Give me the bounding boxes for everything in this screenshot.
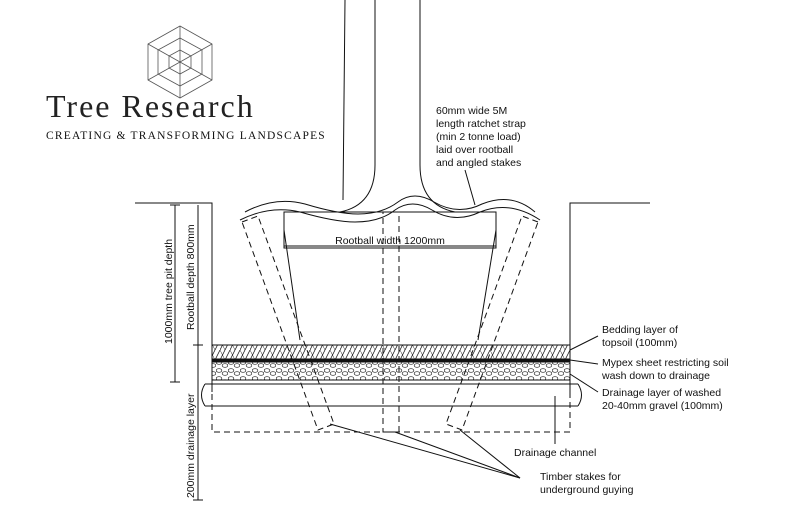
bedding-leader bbox=[569, 335, 599, 351]
gravel-annotation: Drainage layer of washed 20-40mm gravel … bbox=[602, 387, 723, 412]
svg-text:20-40mm gravel (100mm): 20-40mm gravel (100mm) bbox=[602, 400, 723, 412]
svg-text:60mm wide 5M: 60mm wide 5M bbox=[436, 105, 507, 117]
stake-leaders bbox=[329, 423, 521, 479]
svg-text:underground guying: underground guying bbox=[540, 484, 634, 496]
dimension-lines bbox=[170, 204, 203, 501]
bedding-annotation: Bedding layer of topsoil (100mm) bbox=[602, 324, 678, 349]
drainage-depth-label: 200mm drainage layer bbox=[185, 393, 197, 498]
svg-text:Drainage layer of washed: Drainage layer of washed bbox=[602, 387, 721, 399]
strap-leader bbox=[464, 169, 476, 206]
mypex-annotation: Mypex sheet restricting soil wash down t… bbox=[601, 357, 729, 382]
angled-stakes bbox=[241, 215, 539, 431]
rootball-width-label: Rootball width 1200mm bbox=[335, 235, 445, 247]
svg-text:length ratchet strap: length ratchet strap bbox=[436, 118, 526, 130]
brand-title: Tree Research bbox=[46, 88, 255, 124]
svg-text:wash down to drainage: wash down to drainage bbox=[601, 370, 710, 382]
isometric-cube-logo-icon bbox=[147, 25, 213, 99]
stakes-annotation: Timber stakes for underground guying bbox=[540, 471, 634, 496]
rootball-depth-label: Rootball depth 800mm bbox=[185, 224, 197, 330]
svg-text:Timber stakes for: Timber stakes for bbox=[540, 471, 621, 483]
strap-annotation: 60mm wide 5M length ratchet strap (min 2… bbox=[436, 105, 526, 169]
tree-trunk bbox=[339, 0, 456, 213]
svg-text:and angled stakes: and angled stakes bbox=[436, 157, 521, 169]
pit-depth-label: 1000mm tree pit depth bbox=[163, 239, 175, 344]
svg-text:Mypex sheet restricting soil: Mypex sheet restricting soil bbox=[602, 357, 729, 369]
bedding-layer bbox=[211, 344, 571, 360]
gravel-layer bbox=[211, 361, 571, 381]
drainage-channel-label: Drainage channel bbox=[514, 447, 596, 459]
svg-text:topsoil (100mm): topsoil (100mm) bbox=[602, 337, 677, 349]
gravel-leader bbox=[569, 373, 599, 393]
brand-tagline: CREATING & TRANSFORMING LANDSCAPES bbox=[46, 130, 326, 142]
mypex-leader bbox=[569, 359, 599, 365]
ratchet-strap bbox=[239, 195, 541, 341]
svg-text:(min 2 tonne load): (min 2 tonne load) bbox=[436, 131, 521, 143]
svg-text:Bedding layer of: Bedding layer of bbox=[602, 324, 678, 336]
svg-text:laid over rootball: laid over rootball bbox=[436, 144, 513, 156]
central-stake bbox=[382, 211, 400, 433]
mypex-sheet bbox=[212, 359, 570, 362]
drainage-channel bbox=[201, 379, 582, 433]
